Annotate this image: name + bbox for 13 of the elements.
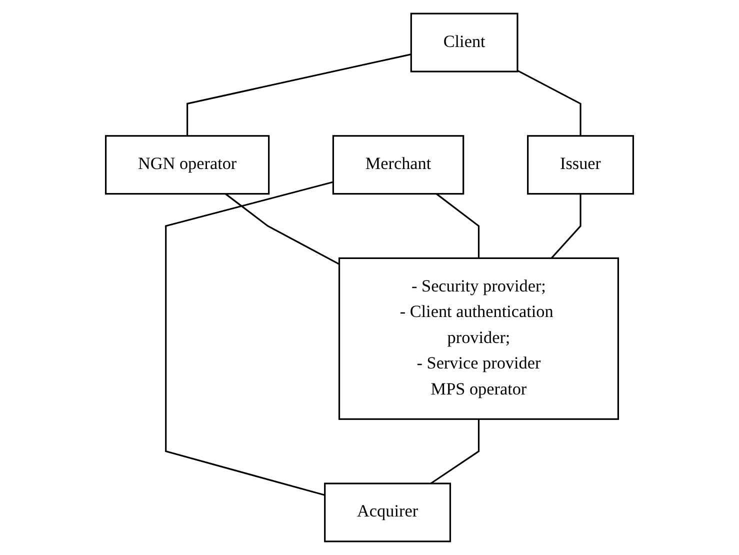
connector bbox=[430, 419, 480, 484]
node-box: Merchant bbox=[332, 135, 464, 195]
connector bbox=[165, 181, 334, 496]
node-box: Acquirer bbox=[324, 482, 452, 542]
connector bbox=[517, 70, 582, 136]
connector bbox=[224, 193, 340, 265]
node-box: Issuer bbox=[527, 135, 634, 195]
connector bbox=[550, 194, 582, 259]
connector bbox=[436, 193, 480, 258]
connector bbox=[186, 54, 412, 136]
node-box: Client bbox=[410, 12, 518, 72]
node-box: - Security provider; - Client authentication provider; - Service provider MPS operator bbox=[338, 257, 619, 420]
node-box: NGN operator bbox=[104, 135, 270, 195]
